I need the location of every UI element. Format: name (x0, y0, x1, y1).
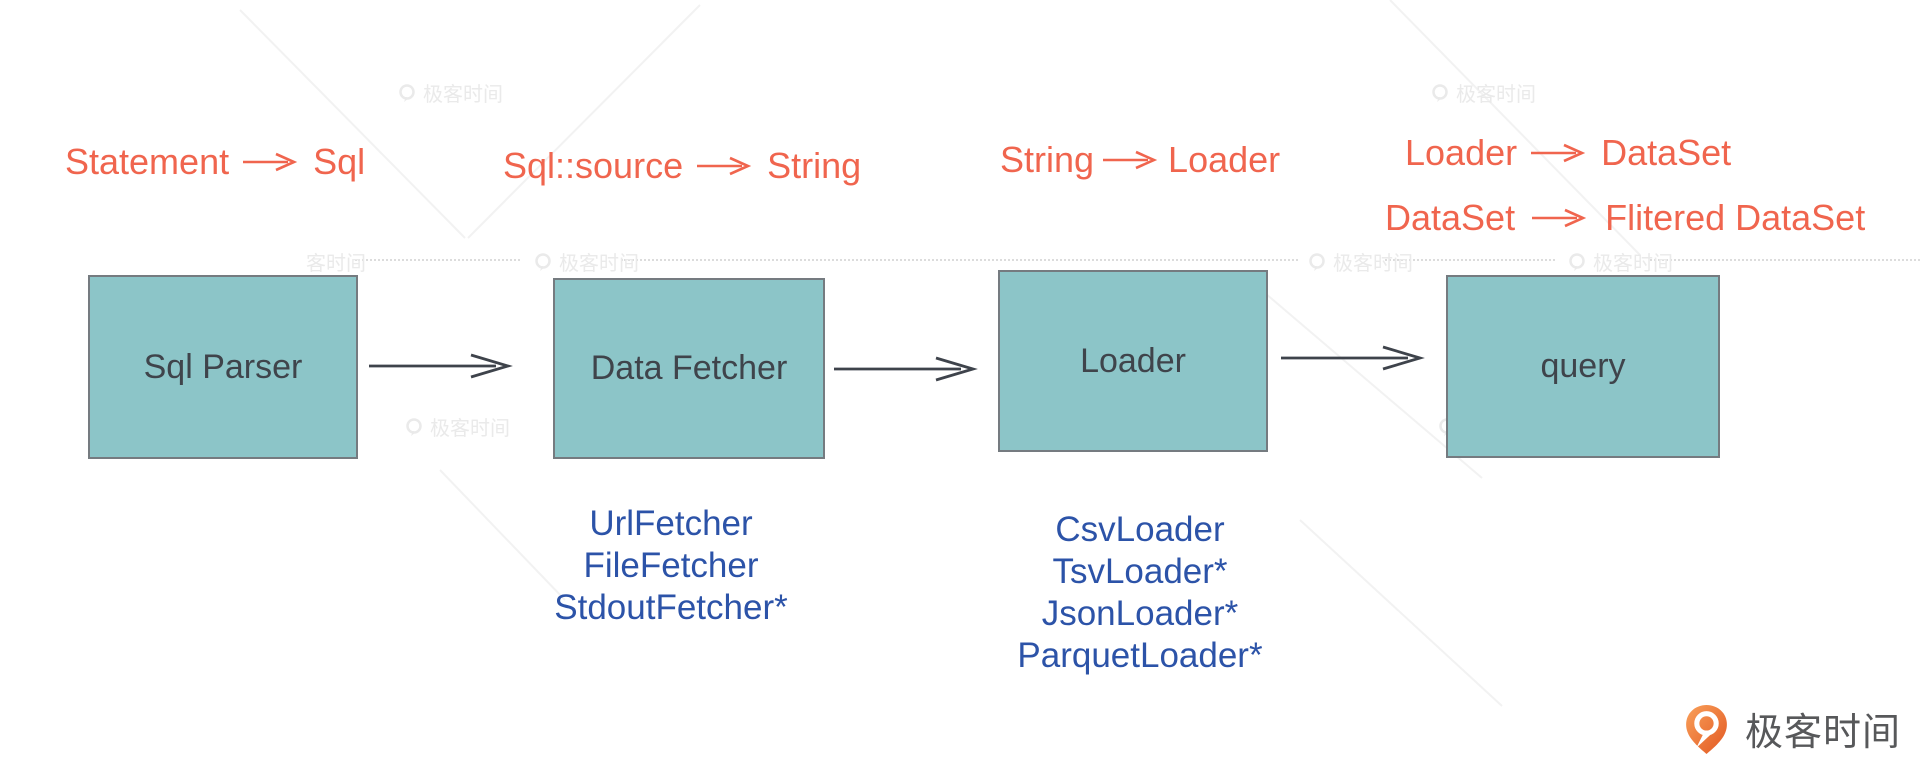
implementation-item: StdoutFetcher* (554, 588, 788, 627)
node-loader: Loader (998, 270, 1268, 452)
watermark-text: 极客时间 (1456, 84, 1536, 106)
annotation-from: Loader (1405, 132, 1518, 173)
arrow-right-icon (697, 156, 752, 176)
watermark: 极客时间 (533, 247, 639, 276)
fetcher-implementations-list: UrlFetcher FileFetcher StdoutFetcher* (471, 503, 871, 629)
watermark-dotted-line (621, 259, 1298, 261)
watermark: 极客时间 (1567, 247, 1673, 276)
node-query: query (1446, 275, 1720, 458)
type-annotation-dataset-filtered: DataSet Flitered DataSet (1385, 198, 1865, 238)
watermark-logo-icon (1432, 83, 1448, 102)
geektime-logo: 极客时间 (1680, 701, 1901, 756)
annotation-from: String (1000, 139, 1095, 180)
watermark-logo-icon (1309, 252, 1325, 271)
arrow-sql-parser-to-data-fetcher (369, 353, 513, 379)
watermark: 极客时间 (404, 412, 510, 441)
annotation-from: Statement (65, 141, 230, 182)
arrow-right-icon (1532, 208, 1587, 228)
watermark-logo-icon (399, 83, 415, 102)
watermark: 极客时间 (397, 78, 503, 107)
implementation-item: UrlFetcher (589, 504, 753, 543)
watermark-text: 极客时间 (559, 253, 639, 275)
watermark: 客时间 (306, 247, 366, 276)
watermark-text: 极客时间 (1593, 253, 1673, 275)
watermark-text: 极客时间 (430, 418, 510, 440)
arrow-loader-to-query (1281, 345, 1425, 371)
watermark-dotted-line (1650, 259, 1920, 261)
node-sql-parser: Sql Parser (88, 275, 358, 459)
node-label: query (1540, 347, 1626, 385)
watermark-text: 客时间 (306, 253, 366, 275)
type-annotation-statement-sql: Statement Sql (65, 142, 365, 182)
arrow-right-icon (243, 152, 298, 172)
implementation-item: TsvLoader* (1052, 552, 1228, 591)
watermark: 极客时间 (1307, 247, 1413, 276)
implementation-item: FileFetcher (583, 546, 759, 585)
annotation-to: DataSet (1601, 132, 1732, 173)
watermark: 极客时间 (1430, 78, 1536, 107)
type-annotation-sqlsource-string: Sql::source String (503, 146, 861, 186)
watermark-dotted-line (1385, 259, 1555, 261)
annotation-to: Sql (313, 141, 366, 182)
geektime-logo-text: 极客时间 (1745, 712, 1902, 754)
watermark-logo-icon (406, 417, 422, 436)
watermark-logo-icon (535, 252, 551, 271)
node-label: Sql Parser (143, 347, 303, 386)
arrow-data-fetcher-to-loader (834, 356, 978, 382)
annotation-from: DataSet (1385, 197, 1516, 238)
watermark-logo-icon (1569, 252, 1585, 271)
arrow-right-icon (1531, 143, 1586, 163)
type-annotation-loader-dataset: Loader DataSet (1405, 133, 1731, 173)
watermark-text: 极客时间 (1333, 253, 1413, 275)
node-data-fetcher: Data Fetcher (553, 278, 825, 459)
geektime-logo-icon (1686, 705, 1727, 754)
annotation-to: Loader (1168, 139, 1281, 180)
node-label: Loader (1080, 341, 1186, 380)
implementation-item: JsonLoader* (1041, 594, 1239, 633)
implementation-item: ParquetLoader* (1017, 636, 1263, 675)
loader-implementations-list: CsvLoader TsvLoader* JsonLoader* Parquet… (940, 509, 1340, 677)
node-label: Data Fetcher (590, 349, 788, 387)
type-annotation-string-loader: String Loader (1000, 140, 1280, 180)
annotation-to: Flitered DataSet (1605, 197, 1866, 238)
annotation-to: String (767, 145, 862, 186)
annotation-from: Sql::source (503, 145, 684, 186)
watermark-text: 极客时间 (423, 84, 503, 106)
watermark-dotted-line (355, 259, 520, 261)
implementation-item: CsvLoader (1055, 510, 1225, 549)
arrow-right-icon (1103, 150, 1158, 170)
